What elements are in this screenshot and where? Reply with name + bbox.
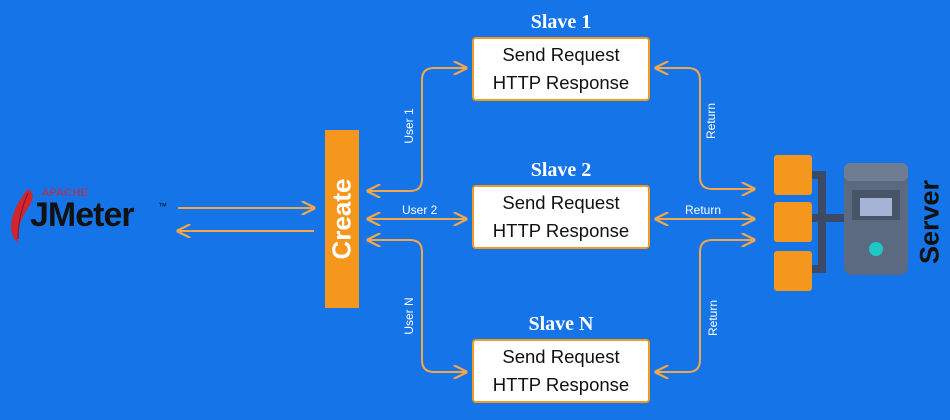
slave-n-box: Send Request HTTP Response — [472, 339, 650, 403]
apache-label: APACHE — [42, 187, 89, 199]
user-1-connector — [368, 68, 466, 191]
trademark-mark: ™ — [158, 201, 167, 211]
return-2-label: Return — [685, 203, 722, 217]
slave-1-http-response: HTTP Response — [492, 72, 630, 93]
user-2-label: User 2 — [402, 203, 438, 217]
create-bar: Create — [325, 130, 359, 308]
slave-2-title: Slave 2 — [530, 159, 592, 181]
jmeter-label: JMeter — [30, 196, 135, 234]
return-1-connector — [656, 68, 754, 189]
slave-2-send-request: Send Request — [502, 192, 620, 213]
slave-2-box: Send Request HTTP Response — [472, 185, 650, 249]
slave-1-box: Send Request HTTP Response — [472, 37, 650, 101]
server-icon — [774, 155, 908, 291]
return-n-label: Return — [706, 299, 720, 337]
slave-n-http-response: HTTP Response — [492, 374, 630, 395]
slave-1-title: Slave 1 — [530, 11, 592, 33]
user-n-label: User N — [402, 297, 416, 335]
server-label: Server — [914, 179, 945, 265]
slave-1-send-request: Send Request — [502, 44, 620, 65]
return-1-label: Return — [704, 102, 718, 140]
slave-2-http-response: HTTP Response — [492, 220, 630, 241]
user-1-label: User 1 — [402, 108, 416, 144]
slave-n-title: Slave N — [528, 313, 594, 335]
jmeter-logo: APACHE JMeter ™ — [8, 187, 173, 245]
create-label: Create — [326, 178, 357, 260]
user-n-connector — [368, 240, 466, 372]
return-n-connector — [656, 240, 754, 372]
slave-n-send-request: Send Request — [502, 346, 620, 367]
feather-icon — [11, 189, 33, 243]
